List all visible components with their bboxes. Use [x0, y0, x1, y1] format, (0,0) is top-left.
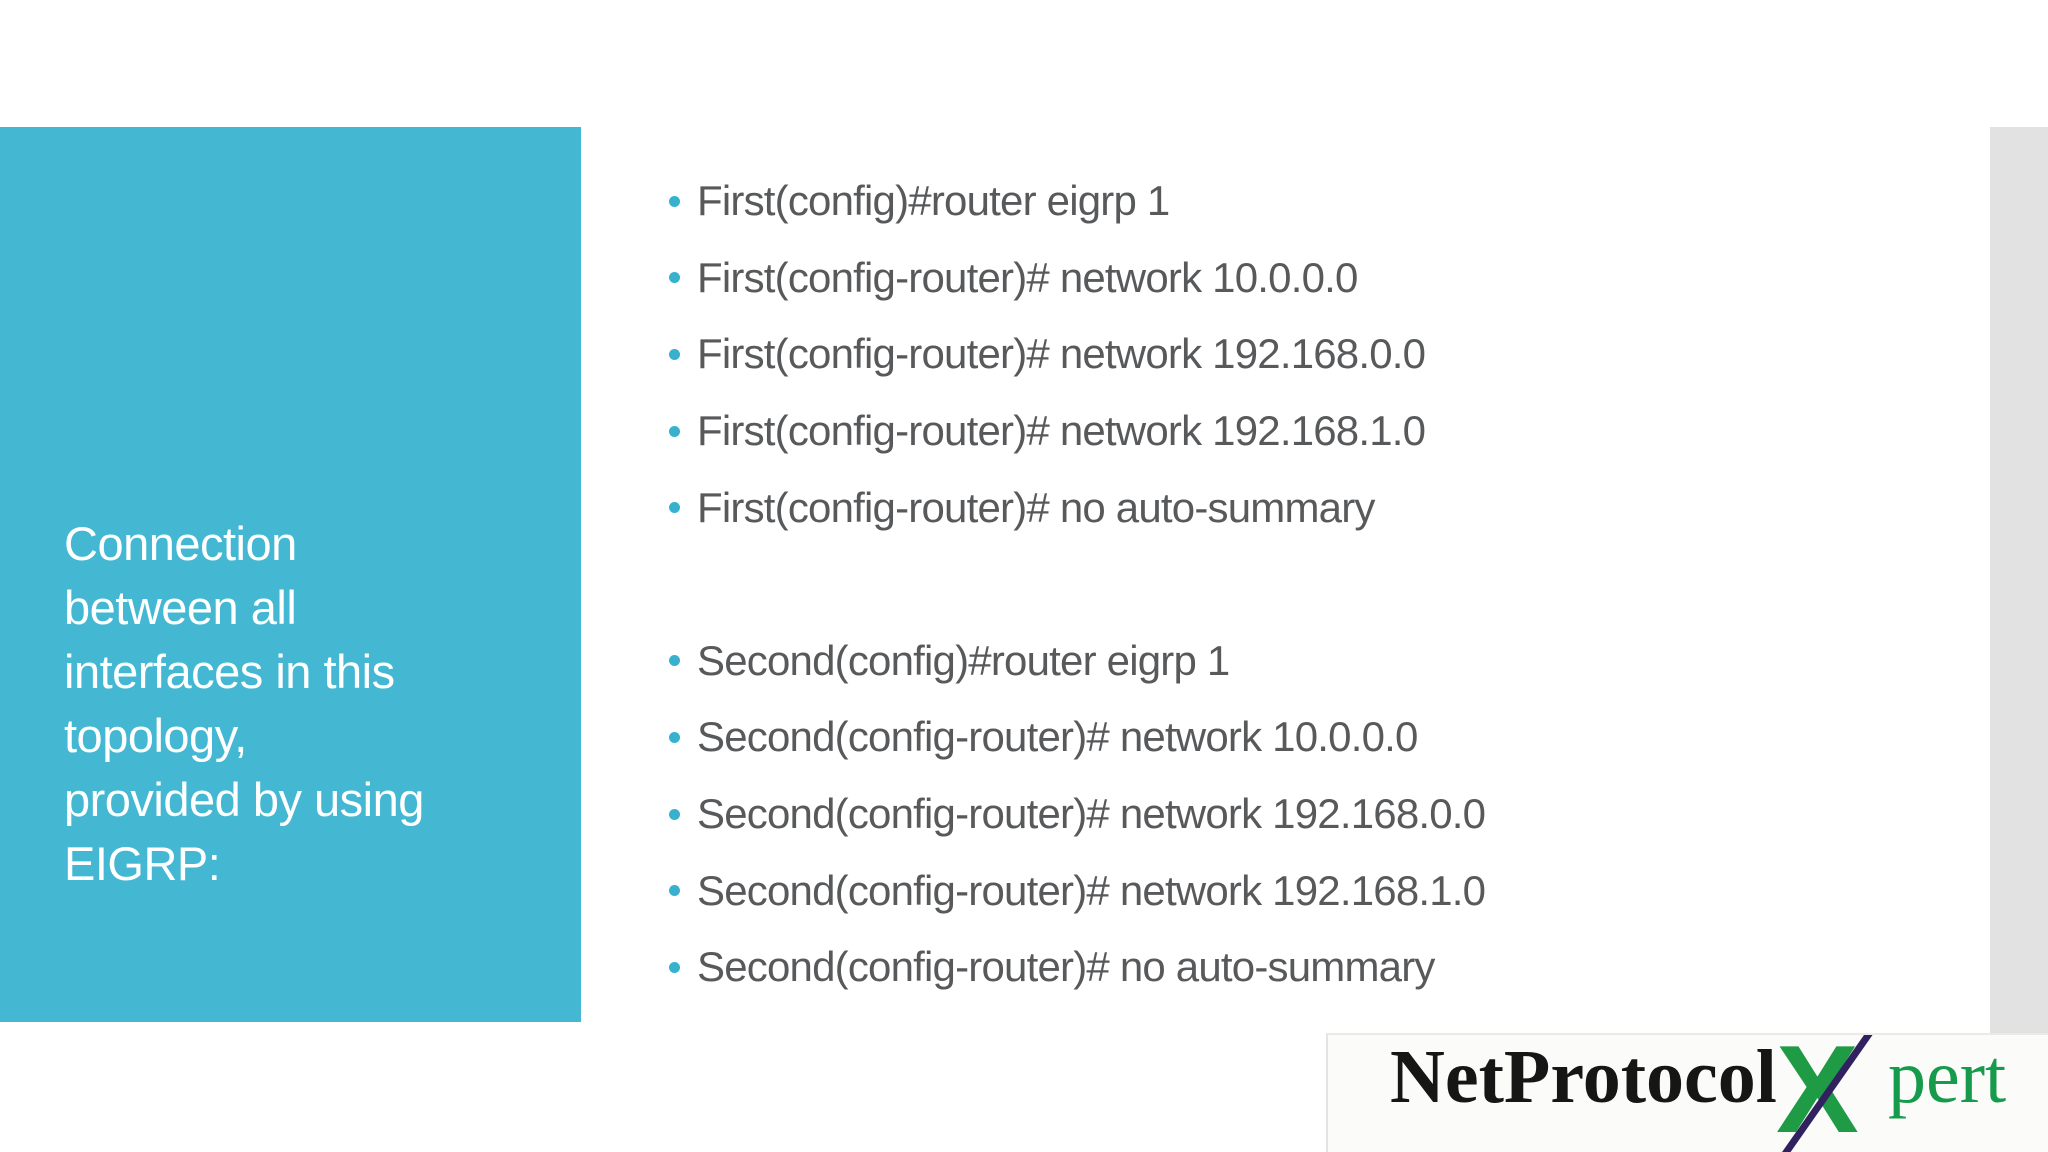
bullet-list: First(config)#router eigrp 1 First(confi…	[650, 163, 1486, 1006]
bullet-dot-icon	[669, 195, 680, 207]
bullet-item: First(config-router)# network 192.168.1.…	[650, 393, 1485, 470]
bullet-text: Second(config-router)# no auto-summary	[697, 943, 1435, 991]
bullet-dot-icon	[669, 425, 680, 437]
logo-text-pert: pert	[1888, 1035, 2007, 1119]
title-line: interfaces in this	[64, 645, 395, 698]
bullet-text: First(config-router)# network 10.0.0.0	[697, 253, 1358, 301]
logo-x-glyph: X	[1776, 1033, 1859, 1152]
bullet-item: Second(config-router)# no auto-summary	[650, 929, 1485, 1006]
title-line: EIGRP:	[64, 837, 221, 890]
bullet-text: First(config-router)# no auto-summary	[697, 483, 1375, 531]
title-line: Connection	[64, 517, 297, 570]
bullet-text: Second(config-router)# network 192.168.1…	[697, 866, 1486, 914]
bullet-item: Second(config-router)# network 192.168.0…	[650, 776, 1486, 853]
bullet-dot-icon	[669, 961, 680, 973]
bullet-item: First(config)#router eigrp 1	[650, 163, 1485, 240]
bullet-group-gap	[650, 546, 1485, 623]
right-margin-strip	[1990, 127, 2048, 1152]
bullet-dot-icon	[669, 272, 680, 284]
title-line: provided by using	[64, 773, 424, 826]
bullet-text: Second(config-router)# network 192.168.0…	[697, 790, 1486, 838]
bullet-dot-icon	[669, 731, 680, 743]
title-line: topology,	[64, 709, 247, 762]
bullet-dot-icon	[669, 348, 680, 360]
sidebar-panel: Connection between all interfaces in thi…	[0, 127, 581, 1022]
bullet-text: Second(config)#router eigrp 1	[697, 636, 1230, 684]
bullet-item: First(config-router)# no auto-summary	[650, 469, 1485, 546]
bullet-text: First(config-router)# network 192.168.1.…	[697, 407, 1426, 455]
bullet-dot-icon	[669, 655, 680, 667]
bullet-dot-icon	[669, 502, 680, 514]
bullet-text: Second(config-router)# network 10.0.0.0	[697, 713, 1418, 761]
bullet-dot-icon	[669, 885, 680, 897]
bullet-item: Second(config)#router eigrp 1	[650, 623, 1485, 700]
bullet-item: Second(config-router)# network 10.0.0.0	[650, 699, 1485, 776]
bullet-text: First(config)#router eigrp 1	[697, 177, 1170, 225]
title-line: between all	[64, 581, 297, 634]
bullet-item: Second(config-router)# network 192.168.1…	[650, 852, 1486, 929]
logo-box: NetProtocol X pert	[1326, 1033, 2048, 1152]
netprotocolxpert-logo: NetProtocol X pert	[1328, 1035, 2048, 1152]
bullet-text: First(config-router)# network 192.168.0.…	[697, 330, 1426, 378]
bullet-dot-icon	[669, 808, 680, 820]
slide-title: Connection between all interfaces in thi…	[64, 512, 424, 896]
bullet-item: First(config-router)# network 192.168.0.…	[650, 316, 1485, 393]
bullet-item: First(config-router)# network 10.0.0.0	[650, 240, 1485, 317]
logo-text-netprotocol: NetProtocol	[1390, 1035, 1777, 1119]
